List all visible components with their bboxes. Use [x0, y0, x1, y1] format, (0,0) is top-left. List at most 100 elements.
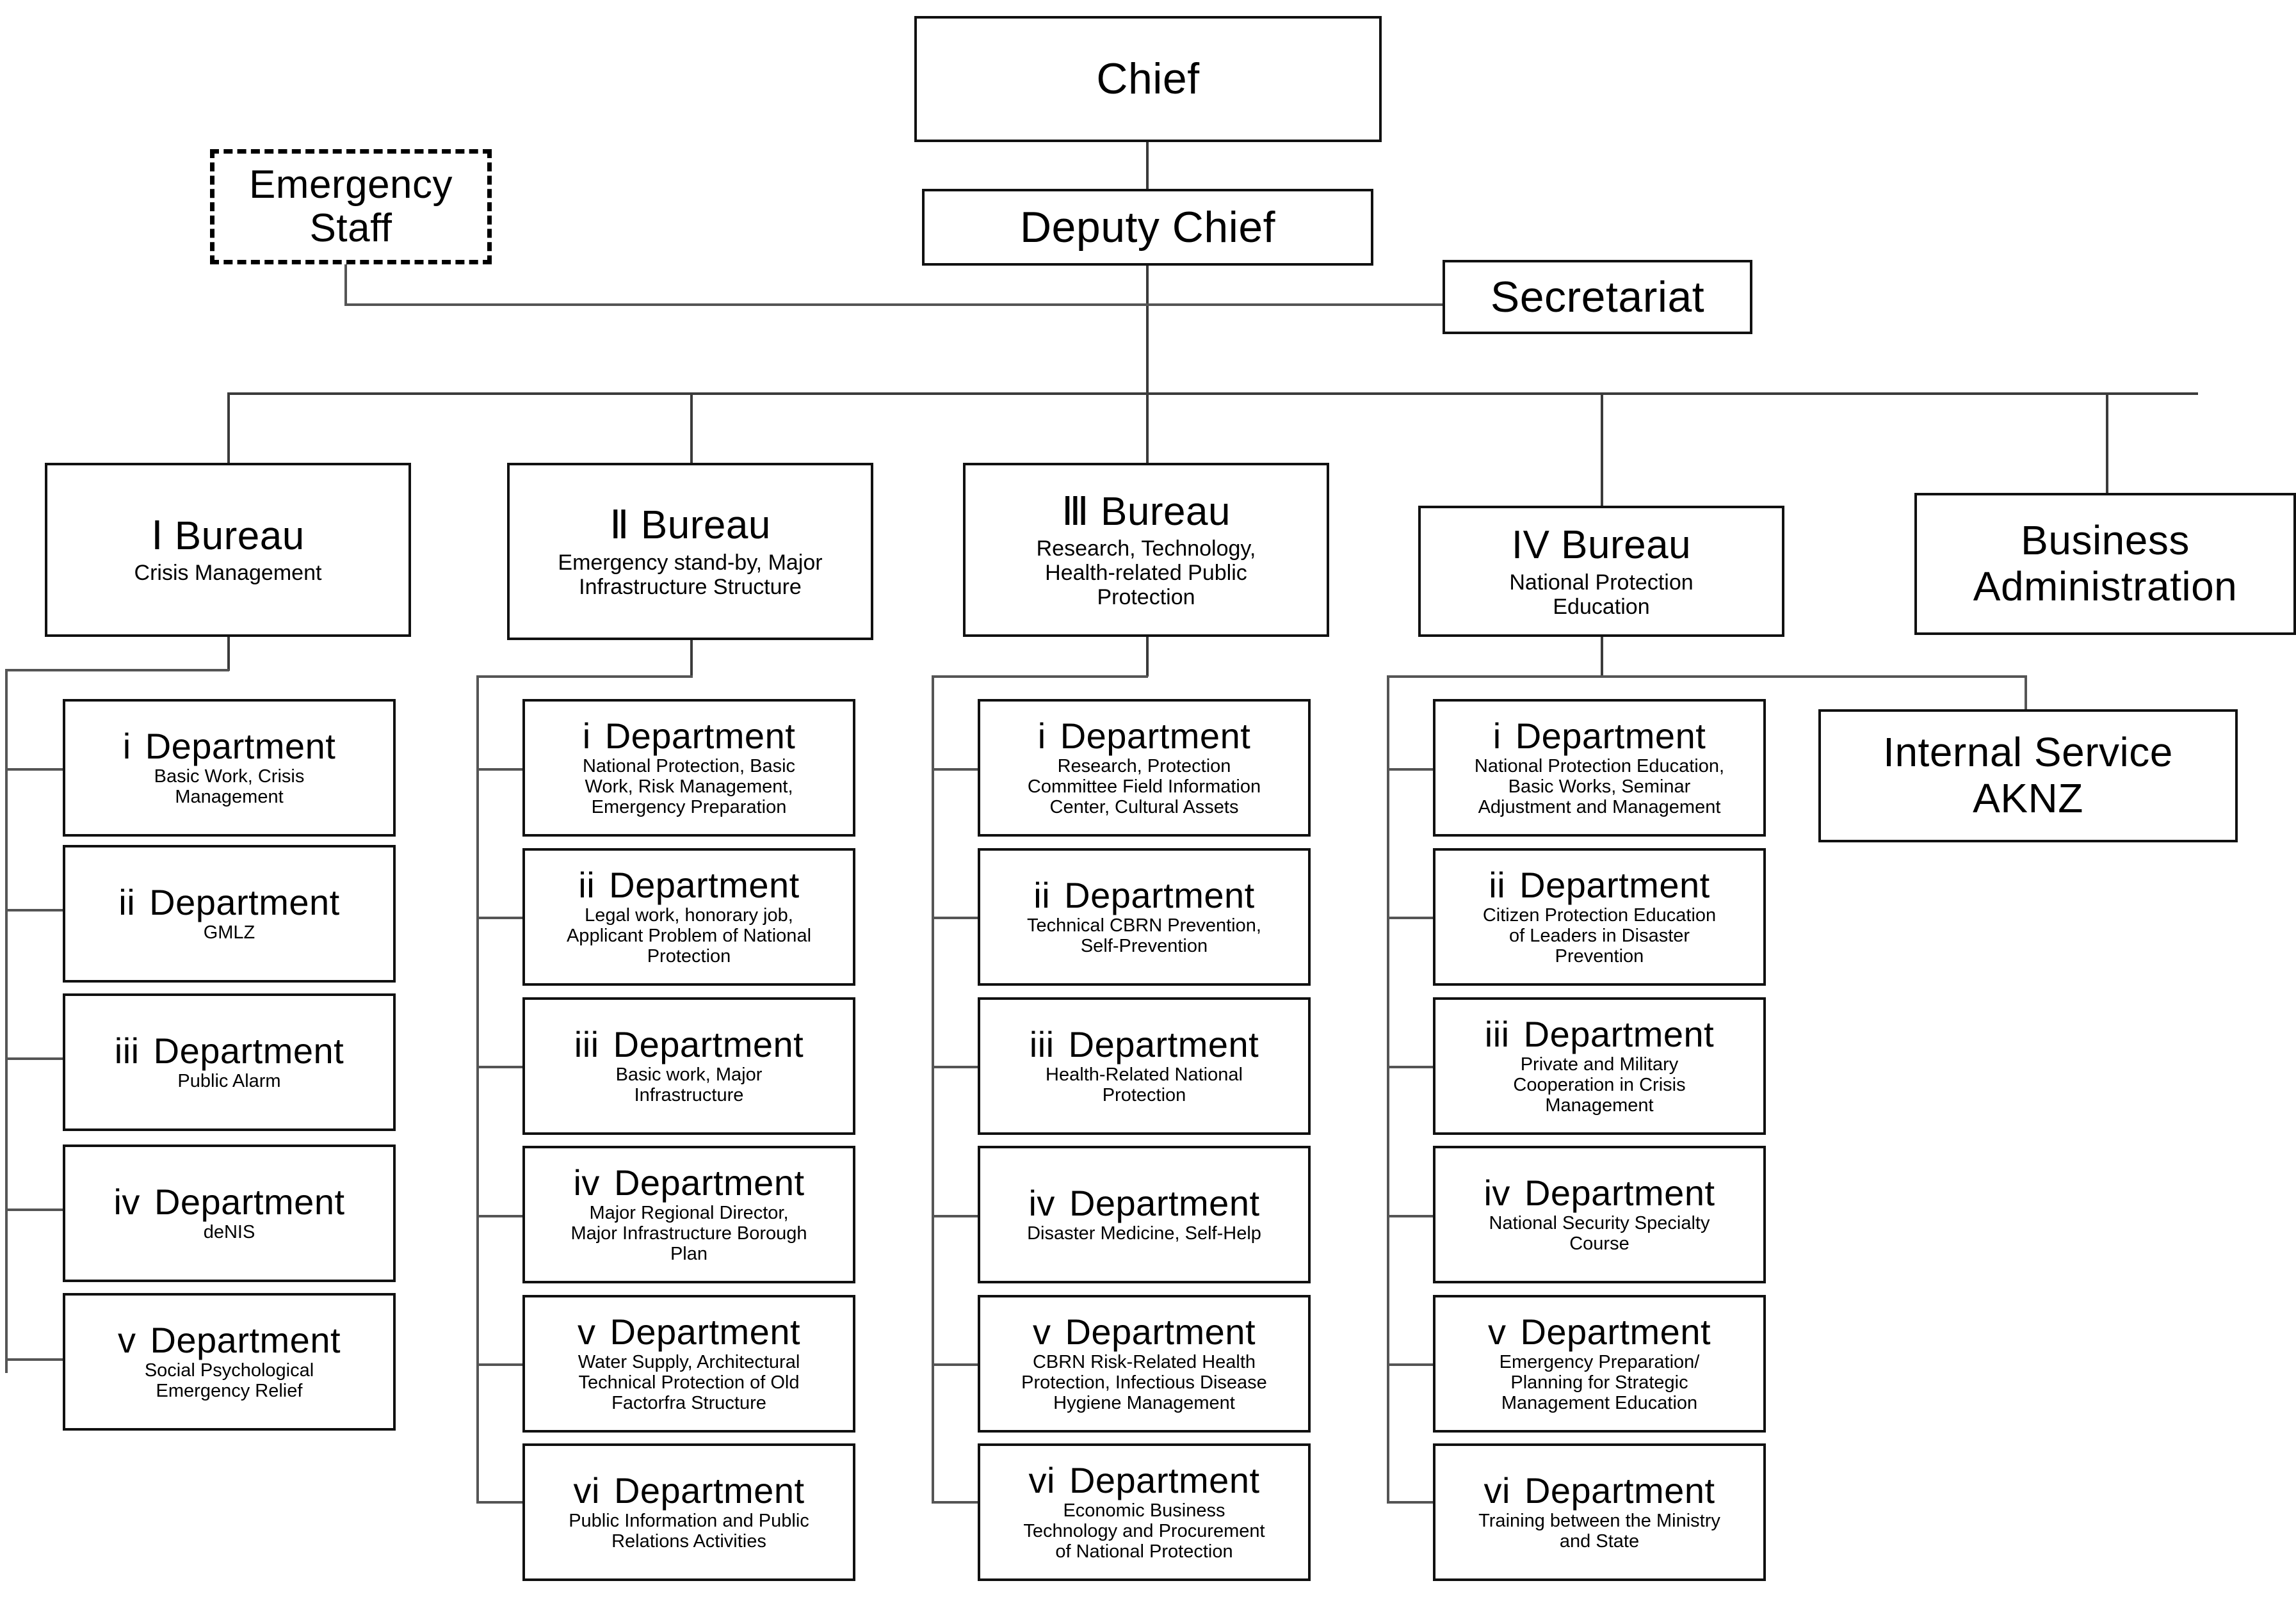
node-bureau-1[interactable]: Ⅰ Bureau Crisis Management — [45, 463, 411, 637]
connector-bureau2-down — [690, 640, 693, 677]
connector-c2-d6 — [476, 1501, 522, 1504]
bureau-1-title: Ⅰ Bureau — [151, 513, 305, 558]
connector-bureau3-to-spine — [932, 675, 1148, 678]
dept-3-6-subtitle: Economic Business Technology and Procure… — [1023, 1500, 1265, 1562]
spine-column-4 — [1387, 675, 1389, 1501]
dept-3-2-subtitle: Technical CBRN Prevention, Self-Preventi… — [1027, 915, 1261, 956]
node-emergency-staff[interactable]: Emergency Staff — [210, 149, 492, 264]
connector-c4-d4 — [1387, 1215, 1433, 1217]
dept-3-5-subtitle: CBRN Risk-Related Health Protection, Inf… — [1021, 1352, 1267, 1413]
dept-4-2-subtitle: Citizen Protection Education of Leaders … — [1482, 905, 1717, 967]
secretariat-title: Secretariat — [1490, 272, 1705, 321]
bureau-2-subtitle: Emergency stand-by, Major Infrastructure… — [558, 550, 823, 599]
connector-c3-d6 — [932, 1501, 978, 1504]
deputy-chief-title: Deputy Chief — [1019, 202, 1276, 252]
connector-c2-d4 — [476, 1215, 522, 1217]
connector-c4-d3 — [1387, 1066, 1433, 1068]
node-secretariat[interactable]: Secretariat — [1443, 260, 1752, 334]
chief-title: Chief — [1096, 54, 1200, 104]
connector-c2-d5 — [476, 1363, 522, 1366]
connector-drop-bureau-4 — [1601, 392, 1603, 508]
dept-2-1-subtitle: National Protection, Basic Work, Risk Ma… — [582, 756, 796, 817]
connector-c1-d2 — [5, 909, 63, 911]
node-internal-service-aknz[interactable]: Internal Service AKNZ — [1818, 709, 2238, 842]
connector-c3-d4 — [932, 1215, 978, 1217]
connector-bureau1-down — [227, 636, 230, 671]
connector-bureau4-down — [1601, 637, 1603, 677]
spine-column-3 — [932, 675, 934, 1501]
connector-bureau1-to-spine — [5, 669, 229, 671]
connector-drop-bureau-1 — [227, 392, 230, 464]
dept-2-6-subtitle: Public Information and Public Relations … — [569, 1511, 809, 1552]
connector-c2-d3 — [476, 1066, 522, 1068]
node-chief[interactable]: Chief — [914, 16, 1382, 142]
connector-c2-d2 — [476, 917, 522, 919]
node-bureau-2[interactable]: Ⅱ Bureau Emergency stand-by, Major Infra… — [507, 463, 873, 640]
dept-4-3-subtitle: Private and Military Cooperation in Cris… — [1513, 1054, 1686, 1116]
emergency-staff-title: Emergency Staff — [248, 162, 453, 250]
node-business-administration[interactable]: Business Administration — [1914, 493, 2296, 635]
dept-2-5-subtitle: Water Supply, Architectural Technical Pr… — [578, 1352, 800, 1413]
dept-2-2-subtitle: Legal work, honorary job, Applicant Prob… — [566, 905, 812, 967]
connector-drop-business-admin — [2106, 392, 2108, 495]
connector-c1-d3 — [5, 1057, 63, 1060]
dept-3-1-subtitle: Research, Protection Committee Field Inf… — [1027, 756, 1261, 817]
node-bureau-3[interactable]: Ⅲ Bureau Research, Technology, Health-re… — [963, 463, 1329, 637]
connector-deputy-down — [1146, 266, 1149, 394]
connector-c4-d6 — [1387, 1501, 1433, 1504]
dept-1-4-subtitle: deNIS — [203, 1221, 255, 1242]
connector-c3-d5 — [932, 1363, 978, 1366]
bureau-3-subtitle: Research, Technology, Health-related Pub… — [1036, 536, 1256, 610]
dept-4-5-subtitle: Emergency Preparation/ Planning for Stra… — [1499, 1352, 1700, 1413]
node-deputy-chief[interactable]: Deputy Chief — [922, 189, 1373, 266]
connector-emergency-staff-down — [344, 264, 347, 305]
node-bureau-4[interactable]: IV Bureau National Protection Education — [1418, 506, 1784, 637]
dept-2-4-subtitle: Major Regional Director, Major Infrastru… — [570, 1203, 807, 1264]
bureau-3-title: Ⅲ Bureau — [1062, 489, 1231, 534]
connector-c4-d2 — [1387, 917, 1433, 919]
connector-chief-to-deputy — [1146, 141, 1149, 189]
dept-1-2-subtitle: GMLZ — [203, 922, 255, 943]
connector-bureau3-down — [1146, 637, 1149, 677]
